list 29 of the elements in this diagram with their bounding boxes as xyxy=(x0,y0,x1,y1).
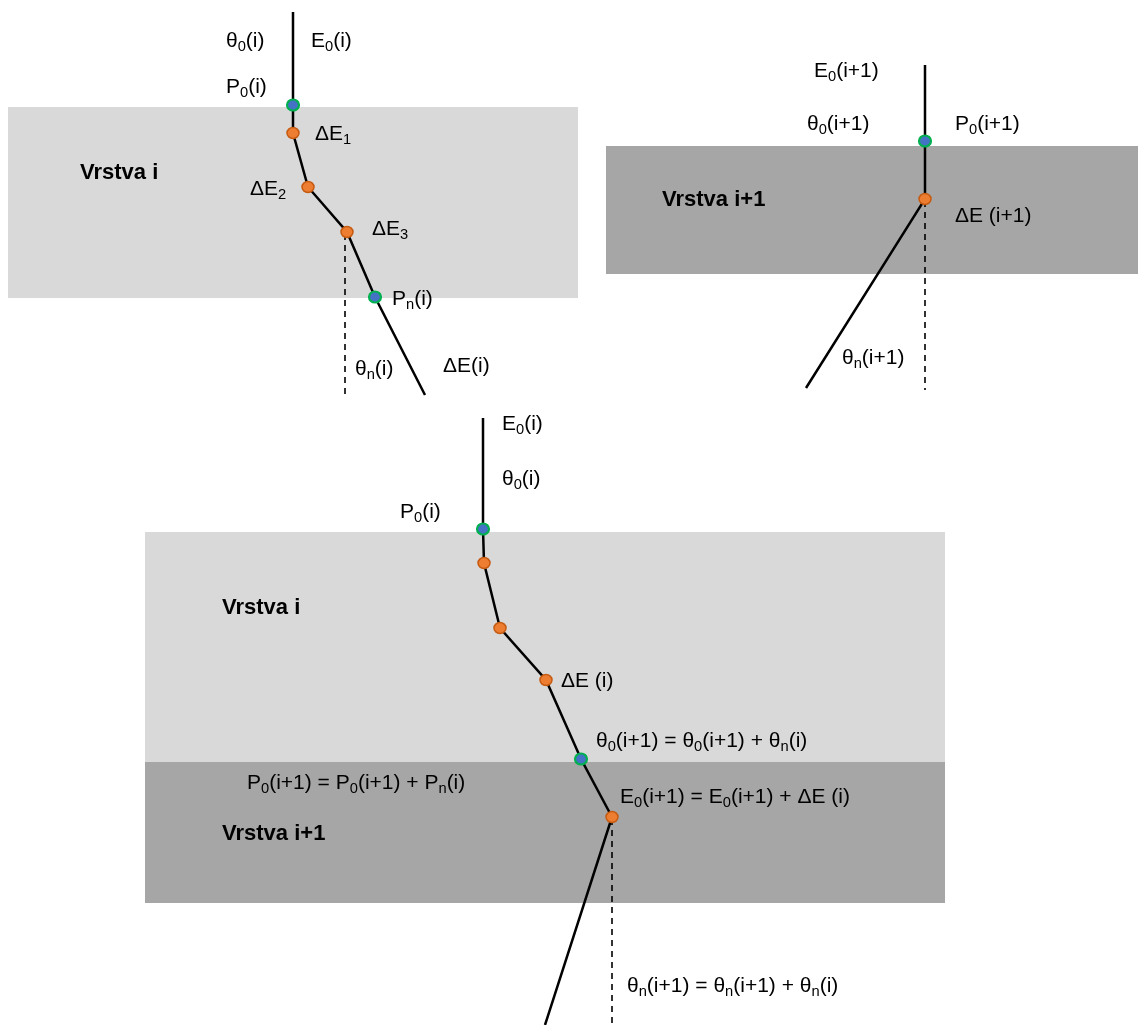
variable-label: P$_{0}$(i+1) = P$_{0}$(i+1) + P$_{n}$(i) xyxy=(247,770,466,795)
layer-band xyxy=(145,762,945,903)
layer-label: Vrstva i xyxy=(222,595,301,620)
variable-label: θ$_{n}$(i+1) = θ$_{n}$(i+1) + θ$_{n}$(i) xyxy=(627,973,839,998)
variable-label: E$_{0}$(i+1) = E$_{0}$(i+1) + ΔE (i) xyxy=(620,784,850,809)
variable-label: ΔE$_{2}$ xyxy=(250,176,287,201)
variable-label: P$_{0}$(i) xyxy=(226,74,267,99)
variable-label: ΔE$_{3}$ xyxy=(372,216,409,241)
variable-label: θ$_{n}$(i) xyxy=(355,356,394,381)
variable-label: θ$_{0}$(i+1) = θ$_{0}$(i+1) + θ$_{n}$(i) xyxy=(596,728,808,753)
variable-label: ΔE (i+1) xyxy=(955,203,1032,228)
layer-label: Vrstva i xyxy=(80,160,159,185)
variable-label: P$_{0}$(i+1) xyxy=(955,111,1020,136)
variable-label: ΔE (i) xyxy=(561,668,614,693)
variable-label: E$_{0}$(i) xyxy=(502,411,543,436)
variable-label: ΔE$_{1}$ xyxy=(315,121,352,146)
variable-label: θ$_{0}$(i+1) xyxy=(807,111,870,136)
variable-label: θ$_{0}$(i) xyxy=(226,28,265,53)
layer-band xyxy=(606,146,1138,274)
variable-label: P$_{0}$(i) xyxy=(400,499,441,524)
variable-label: θ$_{n}$(i+1) xyxy=(842,345,905,370)
variable-label: ΔE(i) xyxy=(443,353,490,378)
variable-label: E$_{0}$(i) xyxy=(311,28,352,53)
layer-label: Vrstva i+1 xyxy=(222,821,326,846)
variable-label: E$_{0}$(i+1) xyxy=(814,58,879,83)
layer-label: Vrstva i+1 xyxy=(662,187,766,212)
layer-band xyxy=(145,532,945,762)
variable-label: P$_{n}$(i) xyxy=(392,286,433,311)
variable-label: θ$_{0}$(i) xyxy=(502,466,541,491)
